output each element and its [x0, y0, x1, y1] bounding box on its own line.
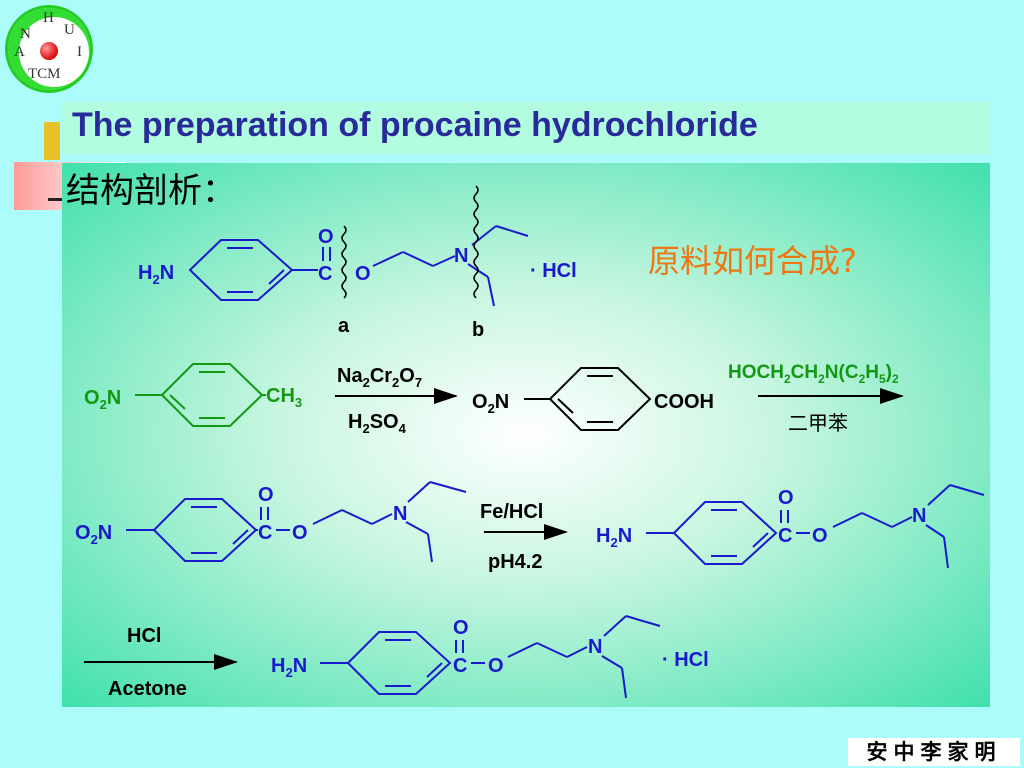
- oxygen-label: O: [318, 226, 334, 248]
- ring-double-bond: [268, 269, 285, 285]
- synthesis-question: 原料如何合成?: [648, 242, 857, 280]
- bond: [603, 615, 627, 637]
- bond: [371, 513, 393, 525]
- section-label: 结构剖析：: [66, 171, 236, 211]
- bond: [405, 521, 429, 535]
- carbon-label: C: [453, 655, 467, 677]
- title-bar: [62, 102, 990, 154]
- oxygen-label: O: [778, 487, 794, 509]
- ester-oxygen-label: O: [355, 263, 371, 285]
- bond: [495, 225, 529, 237]
- logo-letter-n: N: [20, 26, 31, 42]
- nitro-label: O2N: [75, 522, 112, 547]
- reagent-fe-hcl: Fe/HCl: [480, 501, 543, 523]
- bond: [487, 276, 495, 307]
- benzene-ring: [152, 498, 258, 562]
- bond: [341, 509, 373, 525]
- nitro-label: O2N: [472, 391, 509, 416]
- logo-letter-a: A: [14, 44, 25, 60]
- accent-dash: [48, 198, 62, 201]
- bond: [927, 484, 951, 506]
- carboxyl-label: COOH: [654, 391, 714, 413]
- oxygen-label: O: [258, 484, 274, 506]
- benzene-ring: [160, 363, 264, 427]
- bond: [427, 533, 433, 563]
- logo-letter-u: U: [64, 22, 75, 38]
- bond: [925, 524, 945, 538]
- bond: [891, 516, 913, 528]
- logo-red-dot: [40, 42, 58, 60]
- bond: [949, 484, 985, 496]
- benzene-ring: [346, 631, 452, 695]
- nitrocaine-structure: [126, 481, 467, 563]
- amino-label: H2N: [138, 262, 174, 287]
- bond: [429, 481, 467, 493]
- bond: [566, 646, 588, 658]
- solvent-xylene: 二甲苯: [788, 411, 848, 435]
- reagent-ph: pH4.2: [488, 551, 542, 573]
- ester-oxygen-label: O: [292, 522, 308, 544]
- nitrogen-label: N: [912, 505, 926, 527]
- bond: [312, 509, 343, 525]
- ring-double-bond: [426, 662, 443, 678]
- accent-yellow-bar: [44, 122, 60, 160]
- reagent-diethylaminoethanol: HOCH2CH2N(C2H5)2: [728, 362, 899, 386]
- p-nitrotoluene-structure: [135, 363, 266, 427]
- bond: [432, 255, 456, 267]
- cut-label-a: a: [338, 315, 350, 337]
- carbon-label: C: [258, 522, 272, 544]
- bond: [832, 512, 863, 528]
- reagent-hcl: HCl: [127, 625, 161, 647]
- methyl-label: CH3: [266, 385, 302, 410]
- p-nitrobenzoic-acid-structure: [524, 367, 652, 431]
- hcl-salt-label: · HCl: [662, 649, 709, 671]
- benzene-ring: [672, 501, 778, 565]
- bond: [402, 251, 434, 267]
- reagent-h2so4: H2SO4: [348, 411, 407, 436]
- ring-double-bond: [169, 394, 186, 410]
- hcl-salt-label: · HCl: [530, 260, 577, 282]
- bond: [621, 667, 627, 699]
- slide-title: The preparation of procaine hydrochlorid…: [72, 106, 758, 144]
- cut-label-b: b: [472, 319, 484, 341]
- oxygen-label: O: [453, 617, 469, 639]
- procaine-base-structure: [646, 484, 985, 569]
- ring-double-bond: [752, 532, 769, 548]
- procaine-hcl-structure: [188, 225, 529, 307]
- logo-letter-h: H: [43, 10, 54, 26]
- benzene-ring: [548, 367, 652, 431]
- amino-label: H2N: [596, 525, 632, 550]
- bond: [601, 655, 623, 669]
- carbon-label: C: [318, 263, 332, 285]
- author-stamp: 安中李家明: [848, 738, 1020, 766]
- bond: [372, 251, 404, 267]
- solvent-acetone: Acetone: [108, 678, 187, 700]
- ring-double-bond: [557, 398, 574, 414]
- bond: [536, 642, 568, 658]
- hui-tcm-logo: H U N A I TCM: [4, 4, 100, 96]
- disconnection-a: [341, 225, 347, 299]
- bond: [625, 615, 661, 627]
- amino-label: H2N: [271, 655, 307, 680]
- ester-oxygen-label: O: [812, 525, 828, 547]
- bond: [943, 536, 949, 569]
- bond: [861, 512, 893, 528]
- carbon-label: C: [778, 525, 792, 547]
- nitrogen-label: N: [393, 503, 407, 525]
- logo-letter-i: I: [77, 44, 82, 60]
- logo-text-tcm: TCM: [28, 66, 61, 82]
- ester-oxygen-label: O: [488, 655, 504, 677]
- nitro-label: O2N: [84, 387, 121, 412]
- nitrogen-label: N: [454, 245, 468, 267]
- ring-double-bond: [232, 529, 249, 545]
- content-panel: [62, 163, 990, 707]
- nitrogen-label: N: [588, 636, 602, 658]
- bond: [407, 481, 431, 503]
- procaine-hcl-product-structure: [320, 615, 661, 699]
- disconnection-b: [473, 185, 479, 299]
- reagent-na2cr2o7: Na2Cr2O7: [337, 365, 422, 390]
- bond: [507, 642, 538, 658]
